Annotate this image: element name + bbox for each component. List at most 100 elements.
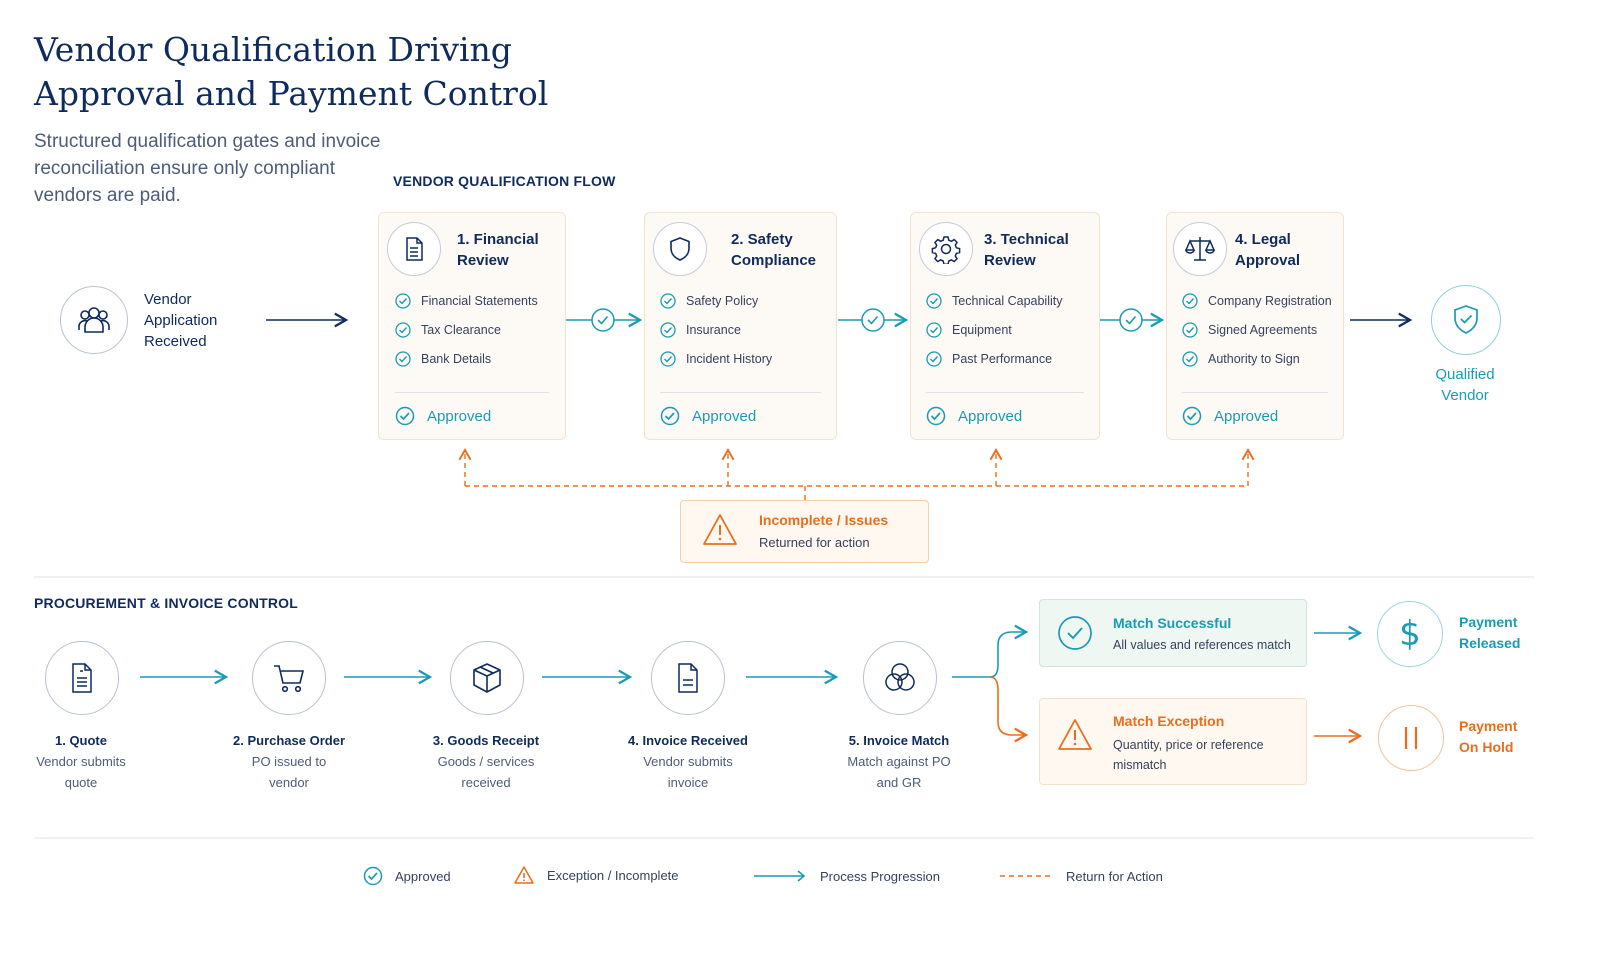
checklist-item: Safety Policy bbox=[660, 291, 772, 311]
warning-icon bbox=[514, 866, 534, 884]
quote-document-icon bbox=[72, 663, 92, 693]
check-icon bbox=[363, 866, 383, 886]
payment-released-label: Payment Released bbox=[1459, 614, 1521, 651]
vendor-flow-label: VENDOR QUALIFICATION FLOW bbox=[393, 173, 616, 189]
stage-card-safety: 2. Safety Compliance Safety Policy Insur… bbox=[644, 212, 837, 440]
arrow-match-to-success bbox=[952, 624, 1029, 678]
check-icon bbox=[926, 322, 942, 338]
dashed-line-icon bbox=[1000, 875, 1050, 877]
gear-icon bbox=[919, 222, 973, 276]
issues-box: Incomplete / Issues Returned for action bbox=[680, 500, 929, 563]
check-icon bbox=[660, 293, 676, 309]
stage-checklist: Technical Capability Equipment Past Perf… bbox=[926, 291, 1062, 369]
check-icon bbox=[660, 322, 676, 338]
status-approved: Approved bbox=[926, 406, 1022, 426]
match-exception-box: Match Exception Quantity, price or refer… bbox=[1039, 698, 1307, 785]
invoice-document-icon bbox=[678, 663, 698, 693]
check-icon bbox=[660, 351, 676, 367]
stage-checklist: Company Registration Signed Agreements A… bbox=[1182, 291, 1332, 369]
checklist-item: Signed Agreements bbox=[1182, 320, 1332, 340]
check-icon bbox=[1182, 351, 1198, 367]
scales-icon bbox=[1173, 222, 1227, 276]
payment-hold-node bbox=[1378, 705, 1444, 771]
check-icon bbox=[591, 308, 615, 332]
pause-icon bbox=[1404, 727, 1418, 749]
check-icon bbox=[395, 406, 415, 426]
checklist-item: Technical Capability bbox=[926, 291, 1062, 311]
check-icon bbox=[926, 293, 942, 309]
match-exception-text: Quantity, price or reference mismatch bbox=[1113, 738, 1264, 772]
check-icon bbox=[395, 293, 411, 309]
status-approved: Approved bbox=[660, 406, 756, 426]
check-icon bbox=[1182, 293, 1198, 309]
warning-icon bbox=[1058, 719, 1092, 750]
checklist-item: Insurance bbox=[660, 320, 772, 340]
checklist-item: Financial Statements bbox=[395, 291, 538, 311]
return-lines bbox=[458, 448, 1255, 500]
stage-title: 2. Safety Compliance bbox=[731, 231, 817, 269]
payment-released-node: $ bbox=[1377, 601, 1443, 667]
check-icon bbox=[660, 406, 680, 426]
card-divider bbox=[1182, 392, 1328, 393]
cart-icon bbox=[274, 665, 305, 693]
users-icon bbox=[78, 307, 110, 333]
shield-check-icon bbox=[1454, 305, 1478, 334]
arrow-match-to-exception bbox=[989, 676, 1029, 743]
document-icon bbox=[387, 222, 441, 276]
legend-exception: Exception / Incomplete bbox=[513, 865, 679, 885]
check-icon bbox=[1182, 406, 1202, 426]
checklist-item: Authority to Sign bbox=[1182, 349, 1332, 369]
purchase-order-node bbox=[252, 641, 326, 715]
payment-hold-label: Payment On Hold bbox=[1459, 718, 1518, 755]
checklist-item: Incident History bbox=[660, 349, 772, 369]
stage-title: 4. Legal Approval bbox=[1235, 231, 1301, 269]
card-divider bbox=[395, 392, 549, 393]
vendor-application-label: Vendor Application Received bbox=[144, 291, 218, 350]
status-approved: Approved bbox=[1182, 406, 1278, 426]
stage-checklist: Financial Statements Tax Clearance Bank … bbox=[395, 291, 538, 369]
qualified-vendor-label: Qualified Vendor bbox=[1435, 366, 1495, 404]
qualified-vendor-node bbox=[1431, 285, 1501, 355]
issues-text: Returned for action bbox=[759, 535, 870, 550]
invoice-match-node bbox=[863, 641, 937, 715]
checklist-item: Past Performance bbox=[926, 349, 1062, 369]
checklist-item: Company Registration bbox=[1182, 291, 1332, 311]
invoice-node bbox=[651, 641, 725, 715]
match-success-title: Match Successful bbox=[1113, 615, 1232, 631]
match-success-text: All values and references match bbox=[1113, 638, 1291, 652]
vendor-application-node bbox=[60, 286, 128, 354]
status-approved: Approved bbox=[395, 406, 491, 426]
card-divider bbox=[926, 392, 1084, 393]
legend-progression: Process Progression bbox=[752, 866, 940, 886]
card-divider bbox=[660, 392, 821, 393]
stage-title: 3. Technical Review bbox=[984, 231, 1069, 269]
warning-icon bbox=[703, 514, 737, 545]
check-icon bbox=[1182, 322, 1198, 338]
stage-card-technical: 3. Technical Review Technical Capability… bbox=[910, 212, 1100, 440]
legend-return: Return for Action bbox=[998, 866, 1163, 886]
checklist-item: Bank Details bbox=[395, 349, 538, 369]
quote-node bbox=[45, 641, 119, 715]
check-icon bbox=[395, 351, 411, 367]
goods-receipt-node bbox=[450, 641, 524, 715]
stage-card-financial: 1. Financial Review Financial Statements… bbox=[378, 212, 566, 440]
procurement-label: PROCUREMENT & INVOICE CONTROL bbox=[34, 595, 299, 611]
check-icon bbox=[395, 322, 411, 338]
stage-card-legal: 4. Legal Approval Company Registration S… bbox=[1166, 212, 1344, 440]
shield-icon bbox=[653, 222, 707, 276]
checklist-item: Tax Clearance bbox=[395, 320, 538, 340]
arrow-right-icon bbox=[754, 870, 806, 882]
match-success-box: Match Successful All values and referenc… bbox=[1039, 599, 1307, 667]
check-icon bbox=[926, 406, 946, 426]
issues-title: Incomplete / Issues bbox=[759, 512, 889, 528]
legend-approved: Approved bbox=[363, 866, 451, 886]
check-icon bbox=[1119, 308, 1143, 332]
check-icon bbox=[861, 308, 885, 332]
checklist-item: Equipment bbox=[926, 320, 1062, 340]
